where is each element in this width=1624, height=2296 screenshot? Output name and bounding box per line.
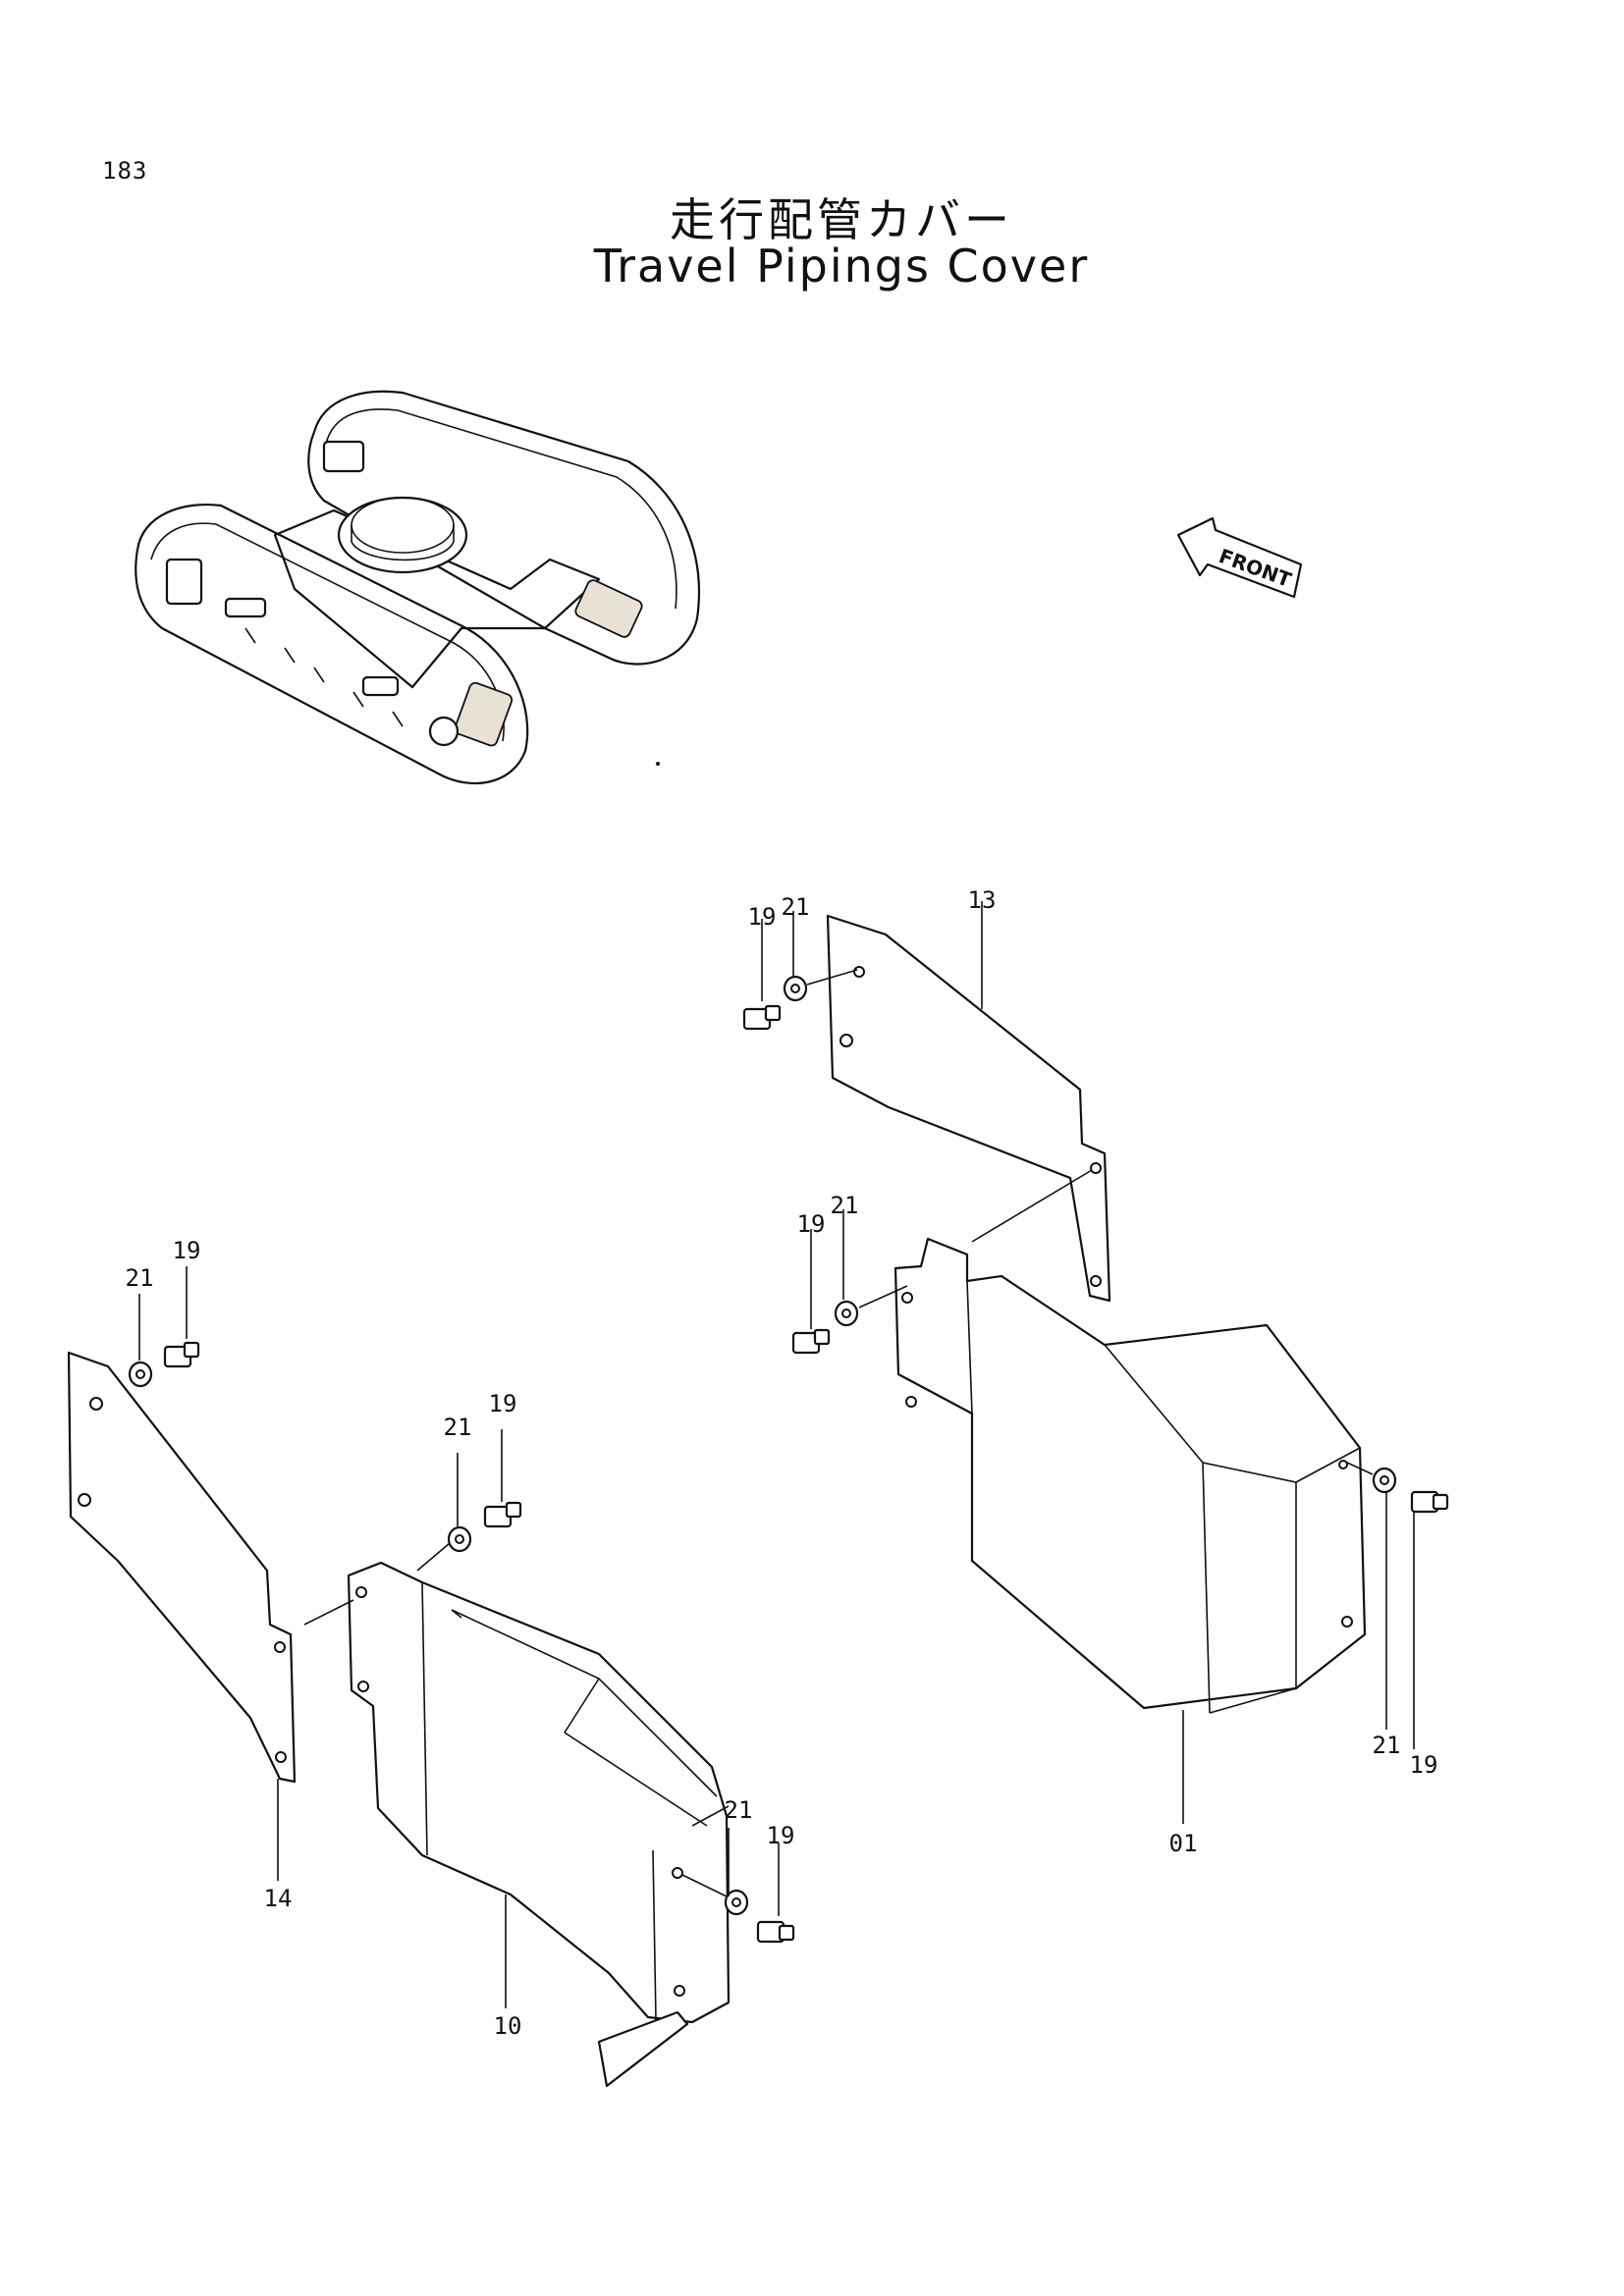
- callout-01: 01: [1169, 1830, 1198, 1857]
- arrow-left-icon: [1176, 516, 1303, 599]
- fasteners: [128, 975, 1449, 1944]
- callout-19: 19: [489, 1390, 517, 1417]
- callout-19: 19: [748, 903, 777, 931]
- page-number: 183: [102, 157, 148, 185]
- part-01-main-cover: [893, 1237, 1367, 1714]
- front-direction-marker: FRONT: [1176, 516, 1303, 599]
- callout-19: 19: [767, 1822, 795, 1849]
- callout-19: 19: [1410, 1751, 1438, 1779]
- bolt-19: [756, 1920, 795, 1944]
- page-title-japanese: 走行配管カバー: [670, 193, 1013, 246]
- leader-lines: [138, 901, 1415, 2008]
- undercarriage-overview-illustration: [135, 390, 701, 785]
- page-title-english: Travel Pipings Cover: [593, 240, 1090, 293]
- bolt-19: [791, 1328, 831, 1355]
- callout-21: 21: [444, 1414, 472, 1441]
- callout-labels: 13 19 21 19 21 21 19 21 19 21 19 21 19 1…: [126, 886, 1438, 2040]
- part-13-cover-plate: [826, 914, 1111, 1303]
- callout-13: 13: [968, 886, 997, 914]
- part-14-cover-plate: [67, 1351, 297, 1784]
- dotted-section-rear: [574, 579, 643, 638]
- callout-21: 21: [126, 1264, 154, 1292]
- bolt-19: [1410, 1490, 1449, 1514]
- callout-21: 21: [1373, 1732, 1401, 1759]
- callout-19: 19: [173, 1237, 201, 1264]
- callout-19: 19: [797, 1210, 826, 1238]
- bolt-19: [742, 1004, 782, 1031]
- callout-14: 14: [264, 1885, 293, 1912]
- callout-10: 10: [494, 2012, 522, 2040]
- part-10-main-cover: [347, 1561, 731, 2088]
- dotted-section-front: [454, 681, 514, 747]
- callout-21: 21: [831, 1192, 859, 1219]
- callout-21: 21: [725, 1796, 753, 1824]
- bolt-19: [163, 1341, 200, 1368]
- bolt-19: [483, 1501, 522, 1528]
- callout-21: 21: [782, 893, 810, 921]
